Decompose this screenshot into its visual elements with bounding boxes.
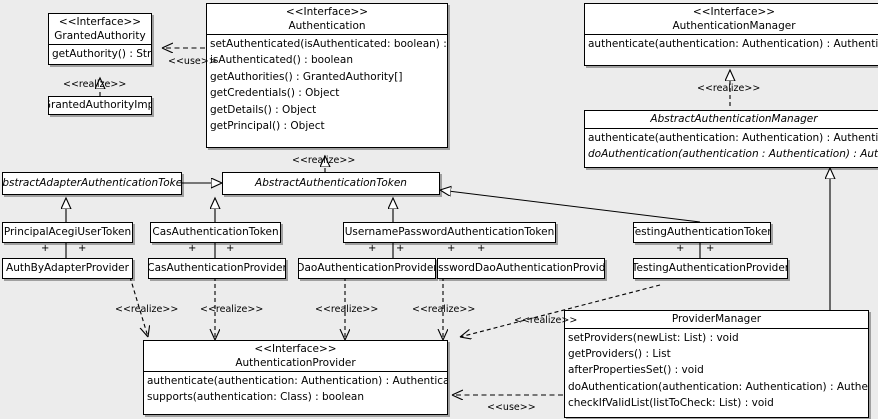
class-name-label: CasAuthenticationToken (152, 226, 279, 239)
class-box-provider-manager[interactable]: ProviderManager setProviders(newList: Li… (564, 310, 869, 418)
relationship-label-realize-dao-authentication-provider: <<realize>> (315, 304, 379, 315)
member-row: getPrincipal() : Object (210, 120, 325, 133)
class-box-testing-authentication-provider[interactable]: TestingAuthenticationProvider (633, 258, 788, 279)
stereotype-label: <<Interface>> (285, 6, 369, 18)
member-row: afterPropertiesSet() : void (568, 364, 704, 377)
member-row: setProviders(newList: List) : void (568, 331, 739, 344)
class-box-cas-authentication-provider[interactable]: CasAuthenticationProvider (148, 258, 286, 279)
class-members-provider-manager: setProviders(newList: List) : void getPr… (565, 327, 868, 413)
member-row: getProviders() : List (568, 347, 671, 360)
class-members-authentication-provider: authenticate(authentication: Authenticat… (144, 371, 447, 407)
class-header-authentication: <<Interface>> Authentication (207, 4, 447, 34)
class-name-label: TestingAuthenticationToken (633, 226, 771, 239)
class-box-granted-authority-impl[interactable]: GrantedAuthorityImpl (48, 96, 152, 115)
class-members-granted-authority: getAuthority() : String (49, 44, 151, 63)
class-name-label: GrantedAuthority (54, 29, 146, 42)
class-box-authentication[interactable]: <<Interface>> Authentication setAuthenti… (206, 3, 448, 148)
association-marker-plus: + (396, 243, 405, 254)
class-header-provider-manager: ProviderManager (565, 311, 868, 328)
association-marker-plus: + (368, 243, 377, 254)
association-marker-plus: + (78, 243, 87, 254)
class-members-authentication: setAuthenticated(isAuthenticated: boolea… (207, 34, 447, 136)
relationship-label-realize-abstract-authentication-token: <<realize>> (292, 155, 356, 166)
class-name-label: AuthenticationProvider (235, 356, 356, 369)
class-box-granted-authority[interactable]: <<Interface>> GrantedAuthority getAuthor… (48, 13, 152, 65)
association-marker-plus: + (226, 243, 235, 254)
member-row: doAuthentication(authentication : Authen… (588, 147, 878, 160)
member-row: getAuthorities() : GrantedAuthority[] (210, 70, 403, 83)
class-members-authentication-manager: authenticate(authentication: Authenticat… (585, 34, 878, 53)
class-name-label: Authentication (288, 19, 366, 32)
relationship-label-realize-password-dao-authentication-provider: <<realize>> (412, 304, 476, 315)
class-box-username-password-authentication-token[interactable]: UsernamePasswordAuthenticationToken (343, 222, 556, 243)
association-marker-plus: + (41, 243, 50, 254)
stereotype-label: <<Interface>> (254, 343, 337, 355)
relationship-label-realize-auth-by-adapter-provider: <<realize>> (115, 304, 179, 315)
association-marker-plus: + (447, 243, 456, 254)
member-row: supports(authentication: Class) : boolea… (147, 391, 364, 404)
class-header-authentication-manager: <<Interface>> AuthenticationManager (585, 4, 878, 34)
association-marker-plus: + (676, 243, 685, 254)
class-box-authentication-provider[interactable]: <<Interface>> AuthenticationProvider aut… (143, 340, 448, 415)
class-name-label: AuthenticationManager (672, 19, 796, 32)
member-row: getDetails() : Object (210, 103, 317, 116)
class-name-label: PasswordDaoAuthenticationProvider (438, 262, 605, 275)
class-name-label: DaoAuthenticationProvider (298, 262, 436, 275)
member-row: checkIfValidList(listToCheck: List) : vo… (568, 397, 774, 410)
relationship-label-use-provider-manager: <<use>> (487, 402, 536, 413)
class-name-label: CasAuthenticationProvider (148, 262, 286, 275)
member-row: authenticate(authentication: Authenticat… (588, 38, 878, 50)
member-row: authenticate(authentication: Authenticat… (588, 131, 878, 144)
stereotype-label: <<Interface>> (58, 16, 142, 28)
member-row: authenticate(authentication: Authenticat… (147, 375, 447, 387)
class-name-label: GrantedAuthorityImpl (48, 99, 152, 112)
class-name-label: PrincipalAcegiUserToken (3, 226, 132, 239)
class-box-dao-authentication-provider[interactable]: DaoAuthenticationProvider (298, 258, 436, 279)
class-name-label: AbstractAuthenticationToken (255, 177, 407, 190)
association-marker-plus: + (477, 243, 486, 254)
class-name-label: AuthByAdapterProvider (6, 262, 129, 275)
association-marker-plus: + (706, 243, 715, 254)
stereotype-label: <<Interface>> (692, 6, 776, 18)
member-row: getCredentials() : Object (210, 87, 340, 100)
class-header-granted-authority: <<Interface>> GrantedAuthority (49, 14, 151, 44)
class-box-authentication-manager[interactable]: <<Interface>> AuthenticationManager auth… (584, 3, 878, 66)
class-members-abstract-authentication-manager: authenticate(authentication: Authenticat… (585, 127, 878, 164)
class-name-label: AbstractAdapterAuthenticationToken (2, 177, 182, 190)
association-marker-plus: + (188, 243, 197, 254)
relationship-label-realize-abstract-authentication-manager: <<realize>> (697, 83, 761, 94)
class-box-abstract-adapter-authentication-token[interactable]: AbstractAdapterAuthenticationToken (2, 172, 182, 195)
class-box-principal-acegi-user-token[interactable]: PrincipalAcegiUserToken (2, 222, 133, 243)
class-box-cas-authentication-token[interactable]: CasAuthenticationToken (150, 222, 281, 243)
relationship-label-realize-cas-authentication-provider: <<realize>> (200, 304, 264, 315)
member-row: isAuthenticated() : boolean (210, 54, 353, 67)
member-row: doAuthentication(authentication: Authent… (568, 380, 868, 393)
class-name-label: AbstractAuthenticationManager (650, 113, 818, 125)
class-name-label: ProviderManager (671, 313, 762, 325)
class-header-authentication-provider: <<Interface>> AuthenticationProvider (144, 341, 447, 371)
class-box-password-dao-authentication-provider[interactable]: PasswordDaoAuthenticationProvider (437, 258, 605, 279)
class-header-abstract-authentication-manager: AbstractAuthenticationManager (585, 111, 878, 128)
class-box-testing-authentication-token[interactable]: TestingAuthenticationToken (633, 222, 771, 243)
class-name-label: UsernamePasswordAuthenticationToken (344, 226, 555, 239)
member-row: getAuthority() : String (52, 48, 151, 60)
relationship-label-realize-granted-authority-impl: <<realize>> (63, 79, 127, 90)
relationship-label-realize-provider-manager: <<realize>> (514, 315, 578, 326)
relationship-label-use-granted-authority: <<use>> (168, 56, 217, 67)
class-name-label: TestingAuthenticationProvider (633, 262, 788, 275)
class-box-abstract-authentication-manager[interactable]: AbstractAuthenticationManager authentica… (584, 110, 878, 168)
class-box-auth-by-adapter-provider[interactable]: AuthByAdapterProvider (2, 258, 133, 279)
class-box-abstract-authentication-token[interactable]: AbstractAuthenticationToken (222, 172, 440, 195)
member-row: setAuthenticated(isAuthenticated: boolea… (210, 38, 447, 50)
